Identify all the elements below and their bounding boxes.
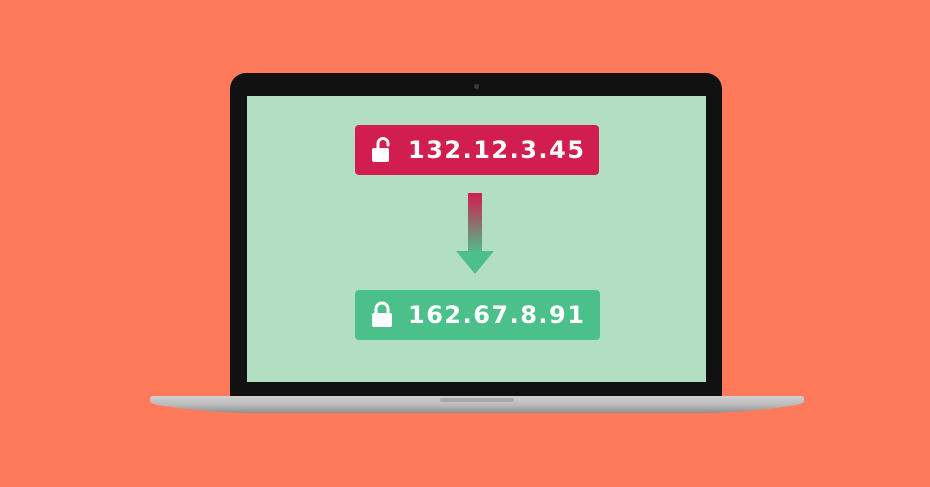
old-ip-address: 132.12.3.45 — [408, 136, 586, 164]
unlocked-padlock-icon — [372, 137, 390, 162]
new-ip-address: 162.67.8.91 — [408, 301, 586, 329]
laptop-base — [150, 396, 804, 413]
new-ip-address-badge: 162.67.8.91 — [355, 290, 600, 340]
camera-icon — [474, 84, 479, 89]
old-ip-address-badge: 132.12.3.45 — [355, 125, 599, 175]
locked-padlock-icon — [372, 301, 392, 327]
down-arrow-icon — [456, 193, 494, 274]
